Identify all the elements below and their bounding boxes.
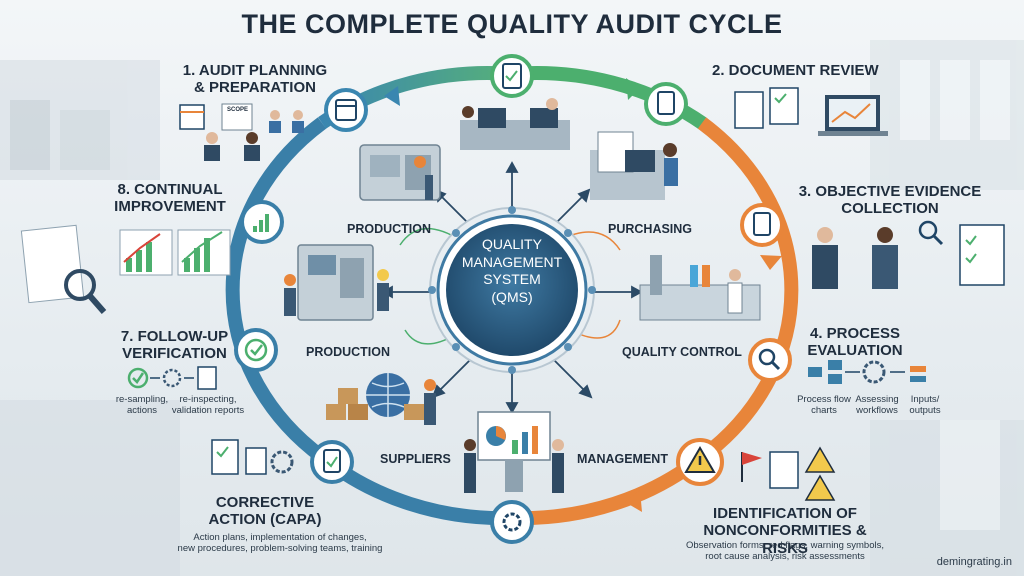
step-5-detail-2: root cause analysis, risk assessments xyxy=(705,551,865,563)
step-7-line-1: 7. Follow-Up xyxy=(120,328,229,345)
step-6-line-2: Action (CAPA) xyxy=(208,511,322,529)
purchasing-scene xyxy=(590,131,678,200)
step-3-label: 3. Objective Evidence Collection xyxy=(790,183,990,218)
inputs-line-2: outputs xyxy=(909,405,941,417)
site-credit: demingrating.in xyxy=(936,556,1012,568)
dept-production-mid: Production xyxy=(306,345,391,359)
dept-management: Management xyxy=(577,452,668,466)
step-node-4 xyxy=(740,203,784,247)
step-node-1 xyxy=(324,88,368,132)
management-top-scene xyxy=(460,98,570,150)
process-evaluation-vignette xyxy=(808,360,926,384)
step-7-label: 7. Follow-Up Verification xyxy=(112,328,237,363)
step-node-10 xyxy=(240,200,284,244)
reinspecting-line-2: validation reports xyxy=(171,405,245,417)
planning-vignette xyxy=(179,103,304,161)
qms-line-1: Quality xyxy=(482,236,542,252)
quality-control-scene xyxy=(639,255,761,321)
page-title: The Complete Quality Audit Cycle xyxy=(241,9,783,39)
process-flow-charts-label: Process flow charts xyxy=(795,394,853,417)
step-2-label: 2. Document Review xyxy=(712,62,879,79)
reinspecting-line-1: re-inspecting, xyxy=(179,394,237,405)
resampling-label: re-sampling, actions xyxy=(112,394,172,417)
step-node-3 xyxy=(644,82,688,126)
dept-suppliers: Suppliers xyxy=(380,452,451,466)
qms-hub xyxy=(428,206,596,374)
step-8-line-2: Improvement xyxy=(114,198,226,216)
qms-line-3: System xyxy=(483,271,541,287)
step-6-detail-1: Action plans, implementation of changes, xyxy=(193,532,367,543)
step-4-label: 4. Process Evaluation xyxy=(800,325,910,360)
document-review-vignette xyxy=(734,87,888,136)
step-6-detail-2: new procedures, problem-solving teams, t… xyxy=(177,543,383,555)
process-flow-line-2: charts xyxy=(811,405,837,417)
step-4-line-1: 4. Process xyxy=(809,325,901,342)
follow-up-vignette xyxy=(127,366,217,390)
improvement-vignette xyxy=(20,224,231,314)
resampling-line-2: actions xyxy=(126,405,158,417)
step-6-label: Corrective Action (CAPA) xyxy=(190,494,340,529)
step-node-6 xyxy=(676,438,724,486)
management-scene xyxy=(464,411,564,493)
step-5-detail-1: Observation forms, red flags, warning sy… xyxy=(686,540,884,551)
assessing-line-1: Assessing xyxy=(855,394,899,405)
step-8-line-1: 8. Continual xyxy=(117,181,223,198)
step-node-9 xyxy=(234,328,278,372)
step-5-line-2: Nonconformities & Risks xyxy=(703,522,867,557)
suppliers-scene xyxy=(326,373,436,425)
step-1-label: 1. Audit Planning & Preparation xyxy=(180,62,330,97)
step-node-5 xyxy=(748,338,792,382)
dept-quality-control: Quality Control xyxy=(622,345,742,359)
step-5-line-1: Identification of xyxy=(713,505,857,522)
step-8-label: 8. Continual Improvement xyxy=(105,181,235,216)
step-nodes xyxy=(234,54,792,544)
qms-center-label: Quality Management System (QMS) xyxy=(442,236,582,306)
step-node-8 xyxy=(310,440,354,484)
step-node-2 xyxy=(490,54,534,98)
step-5-label: Identification of Nonconformities & Risk… xyxy=(680,505,890,557)
step-4-line-2: Evaluation xyxy=(807,342,903,360)
production-mid-scene xyxy=(284,244,389,321)
step-node-7 xyxy=(490,500,534,544)
step-3-line-1: 3. Objective Evidence xyxy=(798,183,982,200)
reinspecting-label: re-inspecting, validation reports xyxy=(168,394,248,417)
step-1-line-2: & Preparation xyxy=(194,79,316,97)
inputs-line-1: Inputs/ xyxy=(910,394,940,405)
step-3-line-2: Collection xyxy=(841,200,939,218)
production-top-scene xyxy=(359,144,441,201)
step-5-details: Observation forms, red flags, warning sy… xyxy=(670,540,900,563)
step-6-line-1: Corrective xyxy=(215,494,315,511)
assessing-line-2: workflows xyxy=(856,405,898,417)
process-flow-line-1: Process flow xyxy=(797,394,851,405)
step-1-line-1: 1. Audit Planning xyxy=(182,62,328,79)
scope-doc-label: Scope xyxy=(227,107,249,113)
step-6-details: Action plans, implementation of changes,… xyxy=(175,532,385,555)
nonconformity-vignette xyxy=(741,446,836,501)
inputs-outputs-label: Inputs/ outputs xyxy=(905,394,945,417)
resampling-line-1: re-sampling, xyxy=(115,394,169,405)
capa-vignette xyxy=(211,439,294,475)
qms-line-2: Management xyxy=(461,253,563,270)
assessing-workflows-label: Assessing workflows xyxy=(852,394,902,417)
evidence-vignette xyxy=(812,220,1005,289)
qms-line-4: (QMS) xyxy=(491,288,533,305)
background-office xyxy=(0,40,1024,576)
step-2-line-1: 2. Document Review xyxy=(712,62,879,79)
step-7-line-2: Verification xyxy=(122,345,227,363)
dept-production-top: Production xyxy=(347,222,432,236)
dept-purchasing: Purchasing xyxy=(608,222,693,236)
